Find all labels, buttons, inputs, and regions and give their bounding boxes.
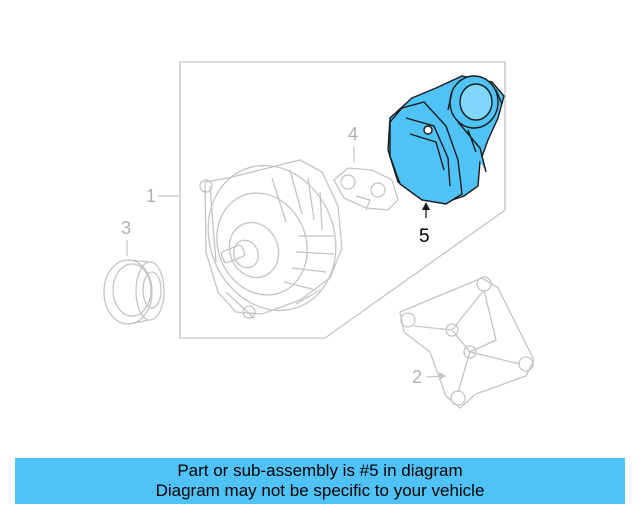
- mounting-bracket-part-2[interactable]: [399, 276, 535, 409]
- pulley-part-3[interactable]: [103, 259, 165, 325]
- assembly-outline: [179, 61, 506, 339]
- callout-3[interactable]: 3: [121, 218, 131, 238]
- leader-arrow-2: [439, 372, 446, 380]
- banner-line-2: Diagram may not be specific to your vehi…: [155, 481, 485, 500]
- callout-1[interactable]: 1: [146, 186, 156, 206]
- info-banner: Part or sub-assembly is #5 in diagram Di…: [15, 458, 625, 504]
- leader-arrow-5: [422, 202, 430, 210]
- parts-diagram: 1 4 3 2: [103, 61, 535, 409]
- callout-4[interactable]: 4: [348, 124, 358, 144]
- banner-line-1: Part or sub-assembly is #5 in diagram: [177, 461, 463, 480]
- callout-5[interactable]: 5: [419, 226, 430, 247]
- alternator-part-1[interactable]: [187, 146, 357, 330]
- highlighted-part-5[interactable]: [387, 75, 505, 205]
- regulator-bracket-part-4[interactable]: [333, 167, 399, 211]
- callout-2[interactable]: 2: [412, 367, 422, 387]
